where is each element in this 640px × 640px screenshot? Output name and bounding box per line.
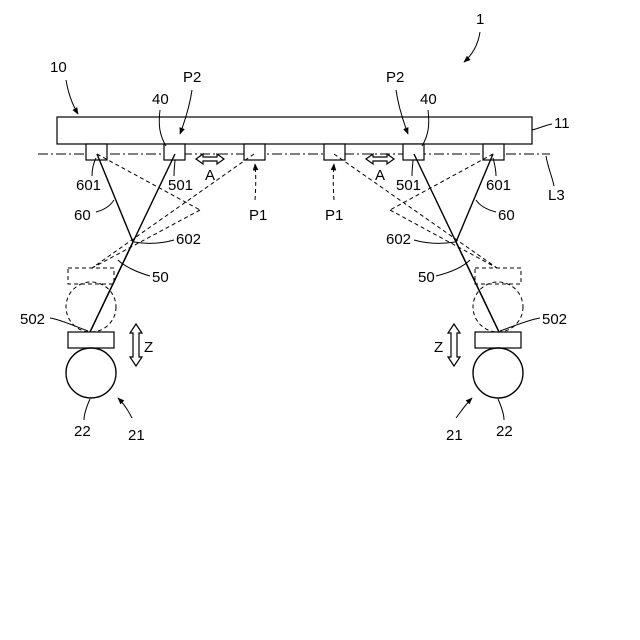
roller-22-left-label: 22 [74,423,91,440]
arrow-z-right [448,324,460,366]
bracket-40-left-label: 40 [152,91,169,108]
link-50-left-label: 50 [152,269,169,286]
link-60-right-leader [476,200,496,212]
dir-a-left-label: A [205,167,215,184]
reference-line-label: L3 [548,187,565,204]
substrate-edge-label: 11 [554,115,570,132]
ghost-holder-right [475,268,521,284]
link-60-right-label: 60 [498,207,515,224]
pivot-601-left-label: 601 [76,177,101,194]
dir-z-right-label: Z [434,339,443,356]
cross-602-left-leader [134,240,174,243]
pad-501-left [164,144,185,160]
substrate-edge-leader [532,124,552,130]
link-60-right-solid [456,154,493,242]
pivot-601-left-leader [92,158,96,176]
ghost-roller-left [66,282,116,332]
substrate-label: 10 [50,59,67,76]
roller-22-left-leader [84,399,90,420]
unit-21-right-label: 21 [446,427,463,444]
cross-602-right-label: 602 [386,231,411,248]
dir-a-right-label: A [375,167,385,184]
link-60-right-lower [456,242,499,332]
ghost-roller-right [473,282,523,332]
dir-z-left-label: Z [144,339,153,356]
link-50-right-leader [436,260,470,276]
link-50-right-label: 50 [418,269,435,286]
unit-21-right-leader [456,398,472,418]
p2-right-label: P2 [386,69,404,86]
arrow-z-left [130,324,142,366]
p2-left-label: P2 [183,69,201,86]
end-502-right-label: 502 [542,311,567,328]
figure-ref-label: 1 [476,11,484,28]
bracket-40-right-label: 40 [420,91,437,108]
roller-22-right-label: 22 [496,423,513,440]
end-502-left-label: 502 [20,311,45,328]
pivot-501-left-leader [174,160,175,176]
pivot-601-right-leader [493,158,496,176]
pad-p1-right [324,144,345,160]
substrate-leader [66,80,78,114]
link-dashed-left-b [92,154,254,268]
p1-right-label: P1 [325,207,343,224]
arrow-a-right [366,154,394,164]
holder-left [68,332,114,348]
pivot-501-right-label: 501 [396,177,421,194]
figure-ref-leader [464,32,480,62]
link-60-left-lower [90,242,133,332]
link-60-left-solid [97,154,133,242]
arrow-a-left [196,154,224,164]
unit-21-left-label: 21 [128,427,145,444]
substrate-plate [57,117,532,144]
pad-p1-left [244,144,265,160]
pivot-501-left-label: 501 [168,177,193,194]
roller-22-right-leader [498,399,504,420]
holder-right [475,332,521,348]
reference-line-leader [546,156,554,186]
roller-left [66,348,116,398]
end-502-left-leader [50,318,88,331]
roller-right [473,348,523,398]
pivot-601-right-label: 601 [486,177,511,194]
pad-501-right [403,144,424,160]
end-502-right-leader [500,318,540,331]
link-dashed-right-b [334,154,497,268]
link-60-left-leader [96,200,114,212]
p1-right-leader [333,164,334,200]
p1-left-label: P1 [249,207,267,224]
p1-left-leader [255,164,256,200]
unit-21-left-leader [118,398,132,418]
link-60-left-label: 60 [74,207,91,224]
cross-602-left-label: 602 [176,231,201,248]
pivot-501-right-leader [412,160,413,176]
ghost-holder-left [68,268,114,284]
